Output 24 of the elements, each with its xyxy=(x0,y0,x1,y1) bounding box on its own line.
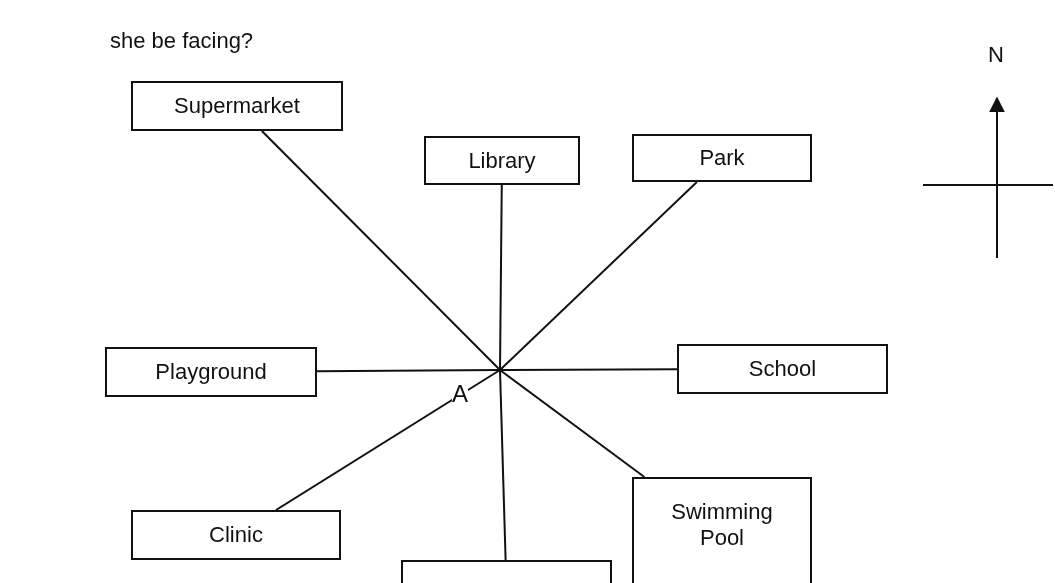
place-box xyxy=(632,477,812,583)
road-line xyxy=(499,184,503,371)
place-box xyxy=(131,510,341,560)
road-line xyxy=(260,130,501,371)
place-name: School xyxy=(748,356,817,382)
place-box xyxy=(677,344,888,394)
road-line xyxy=(499,181,698,371)
road-line xyxy=(275,369,501,511)
place-name: Clinic xyxy=(209,522,263,548)
road-line xyxy=(316,369,501,373)
place-name: Park xyxy=(699,145,745,171)
place-name: Supermarket xyxy=(174,93,300,119)
place-name: Swimming Pool xyxy=(670,498,774,551)
north-label: N xyxy=(988,42,1004,68)
place-box xyxy=(105,347,317,397)
place-box xyxy=(632,134,812,182)
question-text: she be facing? xyxy=(110,28,254,54)
road-line xyxy=(499,368,678,371)
place-box xyxy=(131,81,343,131)
place-box xyxy=(424,136,580,185)
place-name: Library xyxy=(468,147,536,174)
road-line xyxy=(499,369,646,478)
road-line xyxy=(499,369,507,561)
place-name: Playground xyxy=(155,359,267,385)
